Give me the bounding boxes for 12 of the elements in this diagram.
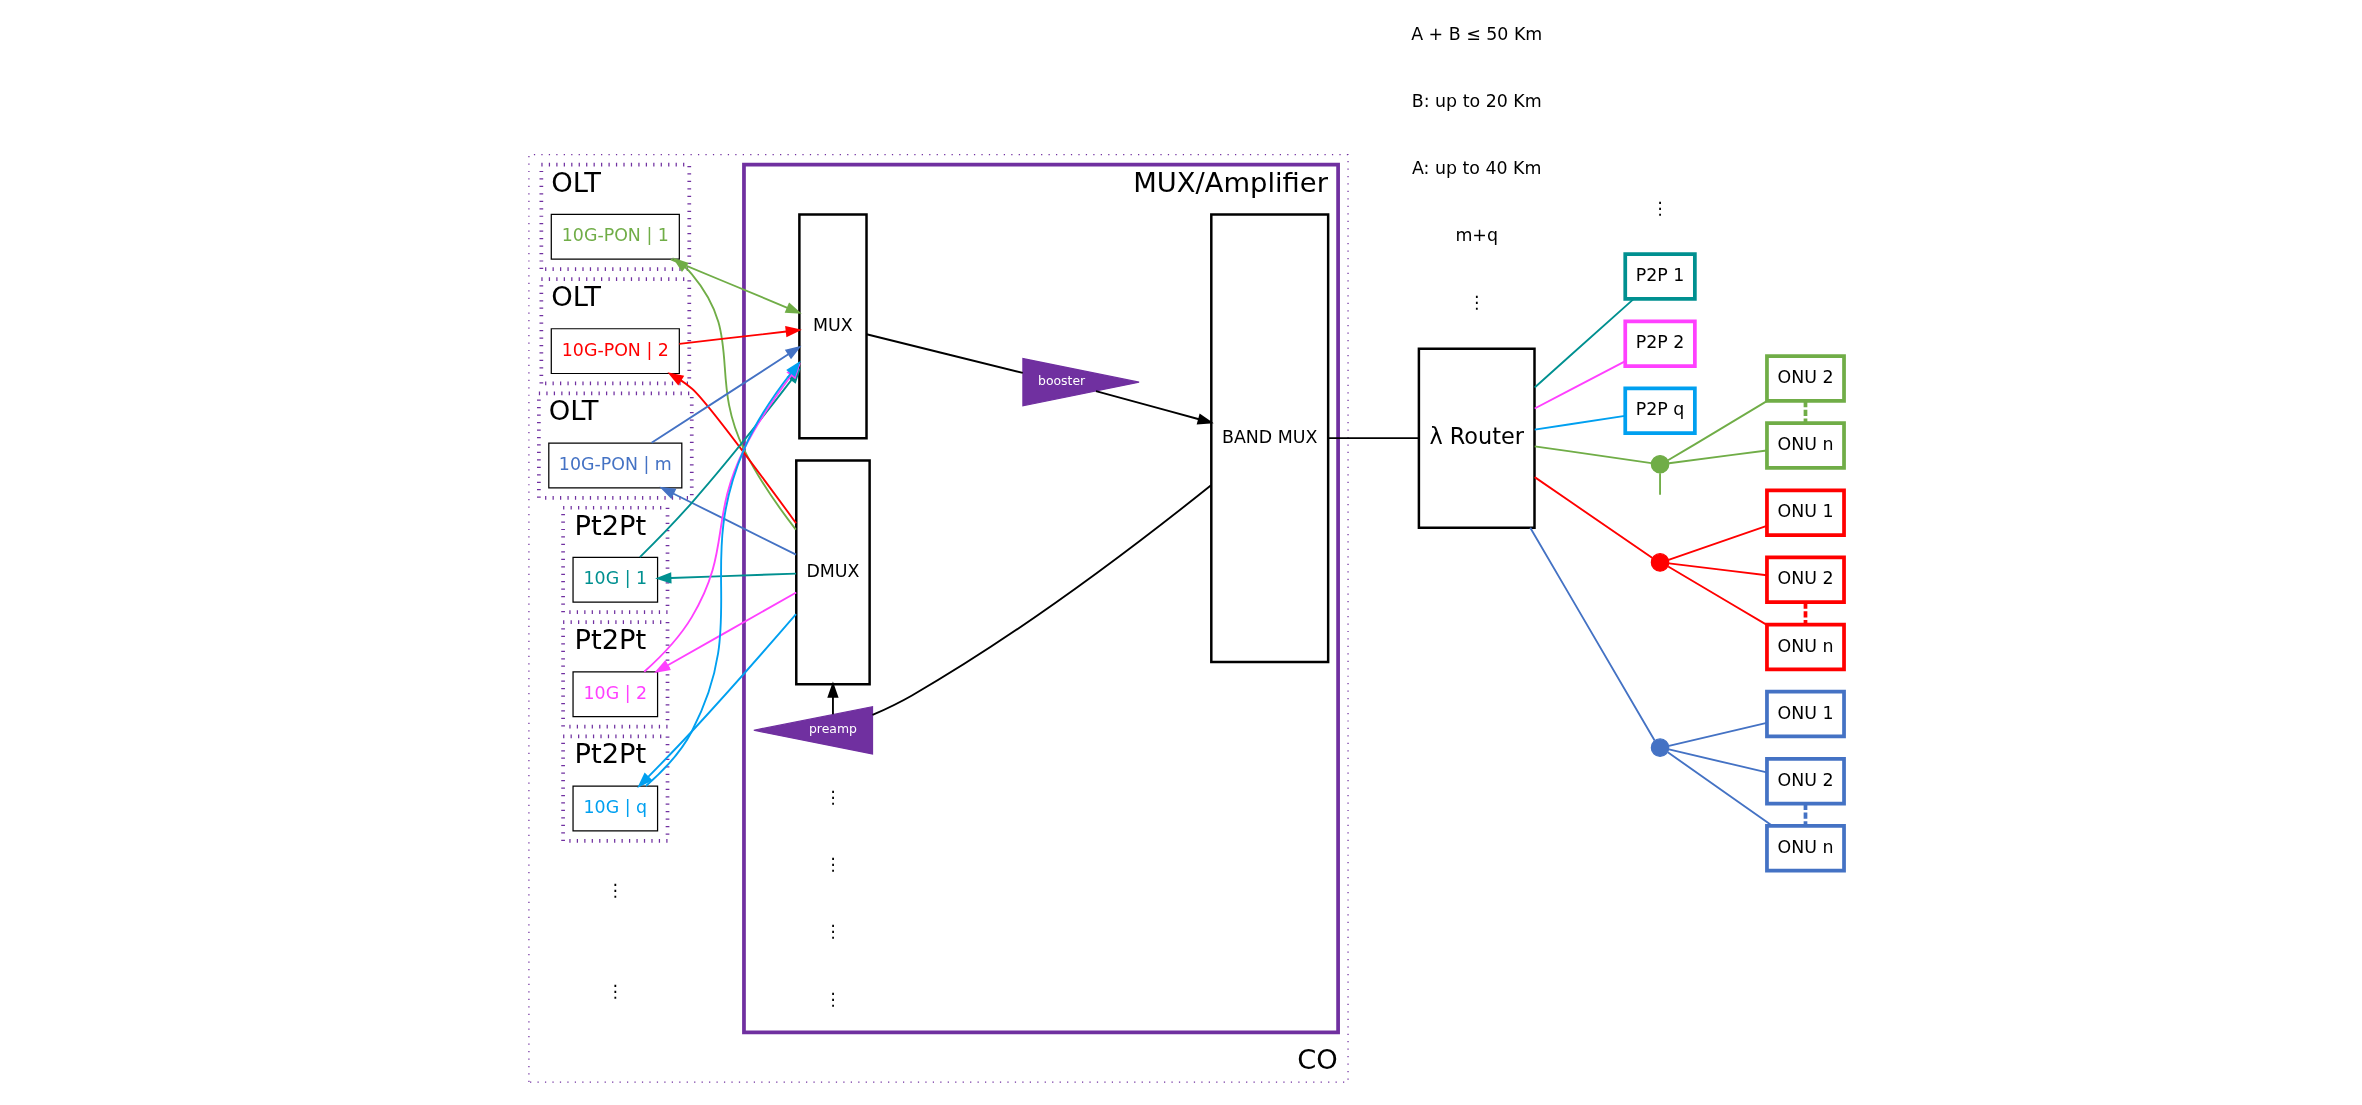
label: ⋮ (1467, 292, 1485, 313)
label: ⋮ (1650, 198, 1669, 219)
label: ⋮ (606, 981, 624, 1002)
label: ⋮ (823, 921, 842, 942)
label: ⋮ (823, 787, 842, 808)
label: A + B ≤ 50 Km (1410, 23, 1542, 44)
label: B: up to 20 Km (1411, 91, 1542, 112)
label: ⋮ (823, 988, 842, 1009)
label: ⋮ (606, 880, 624, 901)
label: ⋮ (823, 854, 842, 875)
label: A: up to 40 Km (1411, 158, 1541, 179)
label: m+q (1454, 225, 1498, 246)
